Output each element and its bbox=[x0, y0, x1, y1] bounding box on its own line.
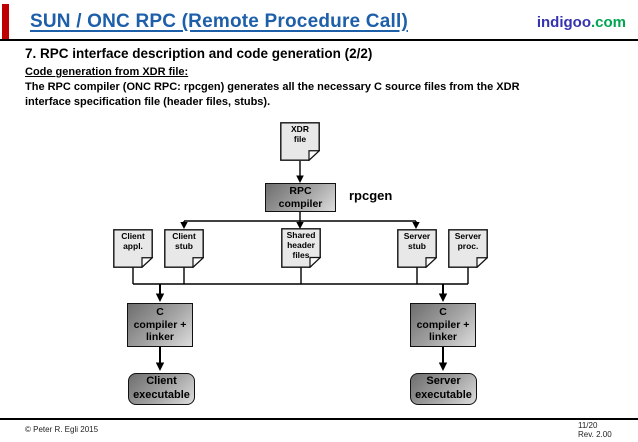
server-executable-box: Server executable bbox=[410, 373, 477, 405]
c-compiler-right-box: C compiler + linker bbox=[410, 303, 476, 347]
footer-divider bbox=[0, 418, 638, 420]
arrowheads bbox=[155, 175, 448, 371]
brand-name: indigoo bbox=[536, 14, 591, 31]
document-icon bbox=[113, 229, 153, 268]
doc-client-appl: Client appl. bbox=[113, 229, 153, 268]
body-text-line2: interface specification file (header fil… bbox=[25, 96, 271, 108]
client-executable-box: Client executable bbox=[128, 373, 195, 405]
doc-xdr-file: XDR file bbox=[280, 122, 320, 161]
document-icon bbox=[280, 122, 320, 161]
doc-server-stub: Server stub bbox=[397, 229, 437, 268]
document-icon bbox=[448, 229, 488, 268]
rpcgen-label: rpcgen bbox=[349, 188, 393, 203]
header-divider bbox=[0, 39, 638, 41]
doc-server-proc-label: Server proc. bbox=[454, 231, 482, 252]
revision-label: Rev. 2.00 bbox=[578, 430, 612, 439]
brand-logo: indigoo.com bbox=[537, 14, 626, 31]
slide-title: SUN / ONC RPC (Remote Procedure Call) bbox=[30, 11, 408, 32]
section-subheading: Code generation from XDR file: bbox=[25, 66, 189, 78]
c-compiler-left-box: C compiler + linker bbox=[127, 303, 193, 347]
doc-shared-header-files-label: Shared header files bbox=[286, 230, 316, 261]
doc-shared-header-files: Shared header files bbox=[281, 228, 321, 268]
doc-server-proc: Server proc. bbox=[448, 229, 488, 268]
rpc-compiler-box: RPC compiler bbox=[265, 183, 336, 212]
copyright-text: © Peter R. Egli 2015 bbox=[25, 425, 99, 434]
doc-client-stub: Client stub bbox=[164, 229, 204, 268]
document-icon bbox=[281, 228, 321, 268]
document-icon bbox=[164, 229, 204, 268]
red-accent-bar bbox=[2, 4, 9, 40]
doc-client-appl-label: Client appl. bbox=[121, 231, 145, 252]
page-number: 11/20 bbox=[578, 421, 598, 430]
doc-client-stub-label: Client stub bbox=[172, 231, 196, 252]
body-text-line1: The RPC compiler (ONC RPC: rpcgen) gener… bbox=[25, 81, 520, 93]
brand-tld: .com bbox=[590, 14, 626, 31]
section-heading: 7. RPC interface description and code ge… bbox=[25, 46, 373, 61]
document-icon bbox=[397, 229, 437, 268]
doc-server-stub-label: Server stub bbox=[403, 231, 431, 252]
doc-xdr-file-label: XDR file bbox=[291, 124, 309, 145]
